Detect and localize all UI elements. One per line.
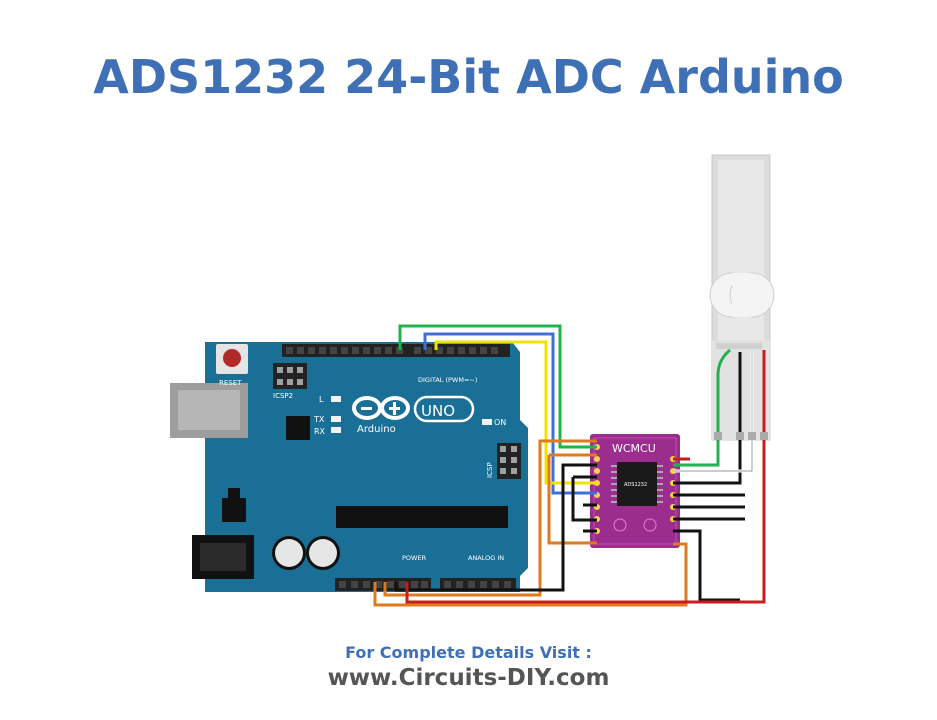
module-brand-label: WCMCU xyxy=(612,442,656,455)
wire-orange-2 xyxy=(383,439,597,597)
icsp2-label: ICSP2 xyxy=(273,392,293,400)
load-cell-lead-green xyxy=(673,348,731,467)
ads1232-module: WCMCU ADS1232 xyxy=(590,434,680,548)
reset-label: RESET xyxy=(219,379,242,387)
wire-black-2 xyxy=(571,475,597,533)
on-label: ON xyxy=(494,418,506,427)
arduino-uno-board: RESET ICSP2 L TX RX ON UNO Arduino DIGIT… xyxy=(170,342,528,592)
footer-visit-label: For Complete Details Visit : xyxy=(345,643,592,662)
load-cell xyxy=(709,154,775,441)
wire-orange-5v xyxy=(373,542,688,607)
wire-orange-3 xyxy=(547,453,597,545)
atmega-chip xyxy=(336,506,508,528)
arduino-brand-label: Arduino xyxy=(357,424,396,435)
wires xyxy=(373,324,766,607)
footer-website-url[interactable]: www.Circuits-DIY.com xyxy=(327,665,610,691)
page-title: ADS1232 24-Bit ADC Arduino xyxy=(93,50,844,104)
l-label: L xyxy=(319,395,324,404)
arduino-logo-icon xyxy=(352,395,475,423)
wire-white-outline xyxy=(673,436,753,472)
wire-black-4 xyxy=(673,493,745,521)
wire-green-d8 xyxy=(398,324,597,449)
rx-label: RX xyxy=(314,427,326,436)
wire-black-5 xyxy=(673,529,740,602)
uno-label: UNO xyxy=(421,402,455,420)
icsp-label: ICSP xyxy=(486,462,494,478)
digital-label: DIGITAL (PWM=~) xyxy=(418,376,477,384)
wire-blue-d7 xyxy=(423,332,597,495)
wire-black-3 xyxy=(673,436,742,485)
wire-red-1 xyxy=(405,436,766,604)
module-chip-label: ADS1232 xyxy=(624,482,647,488)
wire-black-gnd xyxy=(394,463,597,592)
analog-label: ANALOG IN xyxy=(468,554,504,562)
tx-label: TX xyxy=(313,415,325,424)
power-label: POWER xyxy=(402,554,427,562)
